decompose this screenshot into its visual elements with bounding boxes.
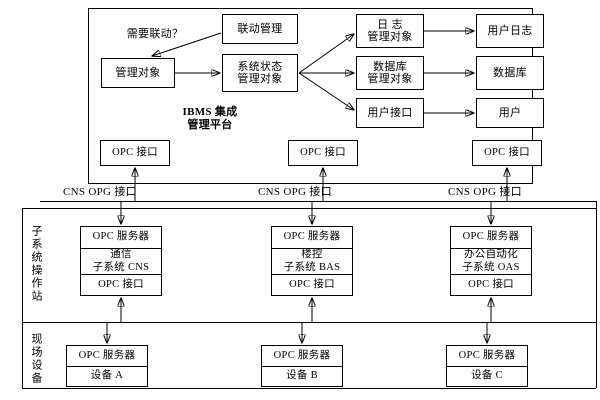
box-linkage-management: 联动管理 xyxy=(222,14,298,44)
subsystem-card-2-name-line2: 子系统 BAS xyxy=(283,261,341,273)
band-label-subsystem: 子系统操作站 xyxy=(30,225,42,303)
field-band-bottom-rule xyxy=(22,388,596,389)
device-card-1: OPC 服务器 设备 A xyxy=(66,345,148,387)
device-card-3: OPC 服务器 设备 C xyxy=(446,345,528,387)
device-card-2-server: OPC 服务器 xyxy=(273,349,331,361)
subsystem-band-top-rule xyxy=(22,208,596,209)
subsystem-card-3-name-line1: 办公自动化 xyxy=(464,249,518,261)
subsystem-card-1: OPC 服务器 通信 子系统 CNS OPC 接口 xyxy=(80,226,162,296)
box-user-interface: 用户接口 xyxy=(356,98,424,128)
box-user-label: 用户 xyxy=(498,106,522,119)
ibms-platform-frame xyxy=(88,8,533,184)
subsystem-card-3-name-line2: 子系统 OAS xyxy=(462,261,520,273)
bus-label-3: CNS OPG 接口 xyxy=(448,186,522,198)
device-card-1-name: 设备 A xyxy=(67,366,147,386)
ibms-caption-line2: 管理平台 xyxy=(187,118,233,131)
platform-opc-interface-3-label: OPC 接口 xyxy=(484,147,530,159)
subsystem-card-2-name-line1: 楼控 xyxy=(301,249,323,261)
box-database-label: 数据库 xyxy=(493,66,527,79)
subsystem-band-bottom-rule xyxy=(22,322,596,323)
bus-label-1: CNS OPG 接口 xyxy=(63,186,137,198)
band-right-border xyxy=(596,201,597,388)
ibms-caption: IBMS 集成 管理平台 xyxy=(155,106,265,131)
box-log-management-object-line1: 日 志 xyxy=(377,18,403,31)
box-database: 数据库 xyxy=(476,56,544,90)
bus-rule-top xyxy=(40,201,596,202)
box-database-management-object: 数据库 管理对象 xyxy=(356,56,424,90)
bus-label-2: CNS OPG 接口 xyxy=(258,186,332,198)
platform-opc-interface-1-label: OPC 接口 xyxy=(112,147,158,159)
ibms-caption-line1: IBMS 集成 xyxy=(182,106,238,118)
subsystem-card-1-interface: OPC 接口 xyxy=(81,274,161,295)
linkage-question-label: 需要联动？ xyxy=(126,28,184,40)
band-label-field: 现场设备 xyxy=(30,333,42,385)
box-system-state-object: 系统状态 管理对象 xyxy=(222,54,298,92)
box-user-log: 用户日志 xyxy=(476,14,544,48)
box-managed-object: 管理对象 xyxy=(101,58,175,88)
box-log-management-object-line2: 管理对象 xyxy=(367,31,413,43)
box-database-management-object-line1: 数据库 xyxy=(373,60,407,73)
device-card-3-server: OPC 服务器 xyxy=(458,349,516,361)
device-card-2-name: 设备 B xyxy=(262,366,342,386)
subsystem-card-2: OPC 服务器 楼控 子系统 BAS OPC 接口 xyxy=(271,226,353,296)
subsystem-card-3-interface: OPC 接口 xyxy=(451,274,531,295)
box-user: 用户 xyxy=(476,98,544,128)
device-card-1-server: OPC 服务器 xyxy=(78,349,136,361)
subsystem-card-1-name: 通信 子系统 CNS xyxy=(81,248,161,274)
subsystem-card-2-server: OPC 服务器 xyxy=(283,231,341,243)
box-linkage-management-label: 联动管理 xyxy=(237,22,283,35)
band-left-border xyxy=(22,208,23,388)
platform-opc-interface-2-label: OPC 接口 xyxy=(300,147,346,159)
device-card-3-name: 设备 C xyxy=(447,366,527,386)
platform-opc-interface-2: OPC 接口 xyxy=(288,140,358,166)
subsystem-card-2-name: 楼控 子系统 BAS xyxy=(272,248,352,274)
box-user-log-label: 用户日志 xyxy=(487,24,533,37)
subsystem-card-3: OPC 服务器 办公自动化 子系统 OAS OPC 接口 xyxy=(450,226,532,296)
platform-opc-interface-3: OPC 接口 xyxy=(472,140,542,166)
subsystem-card-3-name: 办公自动化 子系统 OAS xyxy=(451,248,531,274)
box-system-state-object-line2: 管理对象 xyxy=(237,73,283,85)
subsystem-card-1-server: OPC 服务器 xyxy=(92,231,150,243)
box-system-state-object-line1: 系统状态 xyxy=(237,60,283,73)
platform-opc-interface-1: OPC 接口 xyxy=(100,140,170,166)
subsystem-card-1-name-line2: 子系统 CNS xyxy=(92,261,150,273)
subsystem-card-3-server: OPC 服务器 xyxy=(462,231,520,243)
subsystem-card-1-name-line1: 通信 xyxy=(110,249,132,261)
box-managed-object-label: 管理对象 xyxy=(115,66,161,79)
box-log-management-object: 日 志 管理对象 xyxy=(356,14,424,48)
box-database-management-object-line2: 管理对象 xyxy=(367,73,413,85)
box-user-interface-label: 用户接口 xyxy=(367,106,413,119)
subsystem-card-2-interface: OPC 接口 xyxy=(272,274,352,295)
device-card-2: OPC 服务器 设备 B xyxy=(261,345,343,387)
